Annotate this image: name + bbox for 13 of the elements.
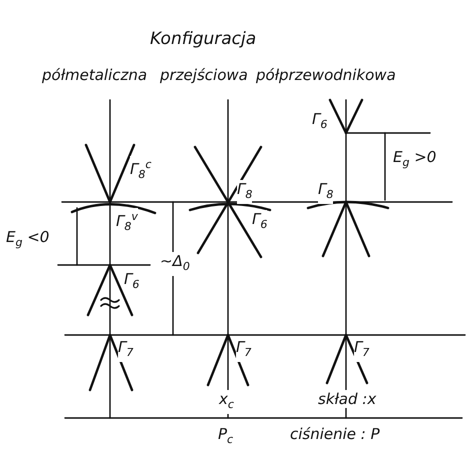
band-label: Γ$_{7}$ — [118, 338, 134, 362]
spin-orbit-gap-label: ~Δ$_{0}$ — [160, 252, 190, 276]
column-heading: półmetaliczna — [42, 66, 148, 84]
composition-label: skład :x — [318, 390, 376, 408]
band-label: Γ$_{8}$ — [237, 180, 252, 204]
band-label: Γ$_{7}$ — [236, 338, 252, 362]
composition-label: x$_{c}$ — [219, 390, 234, 414]
heading: Konfiguracja — [150, 30, 256, 48]
band-label: Γ$_{6}$ — [124, 270, 140, 294]
column-heading: przejściowa — [160, 66, 248, 84]
band-label: Γ$_{8}$ — [318, 180, 334, 204]
column-heading: półprzewodnikowa — [256, 66, 396, 84]
band-label: Γ$_{7}$ — [354, 338, 370, 362]
